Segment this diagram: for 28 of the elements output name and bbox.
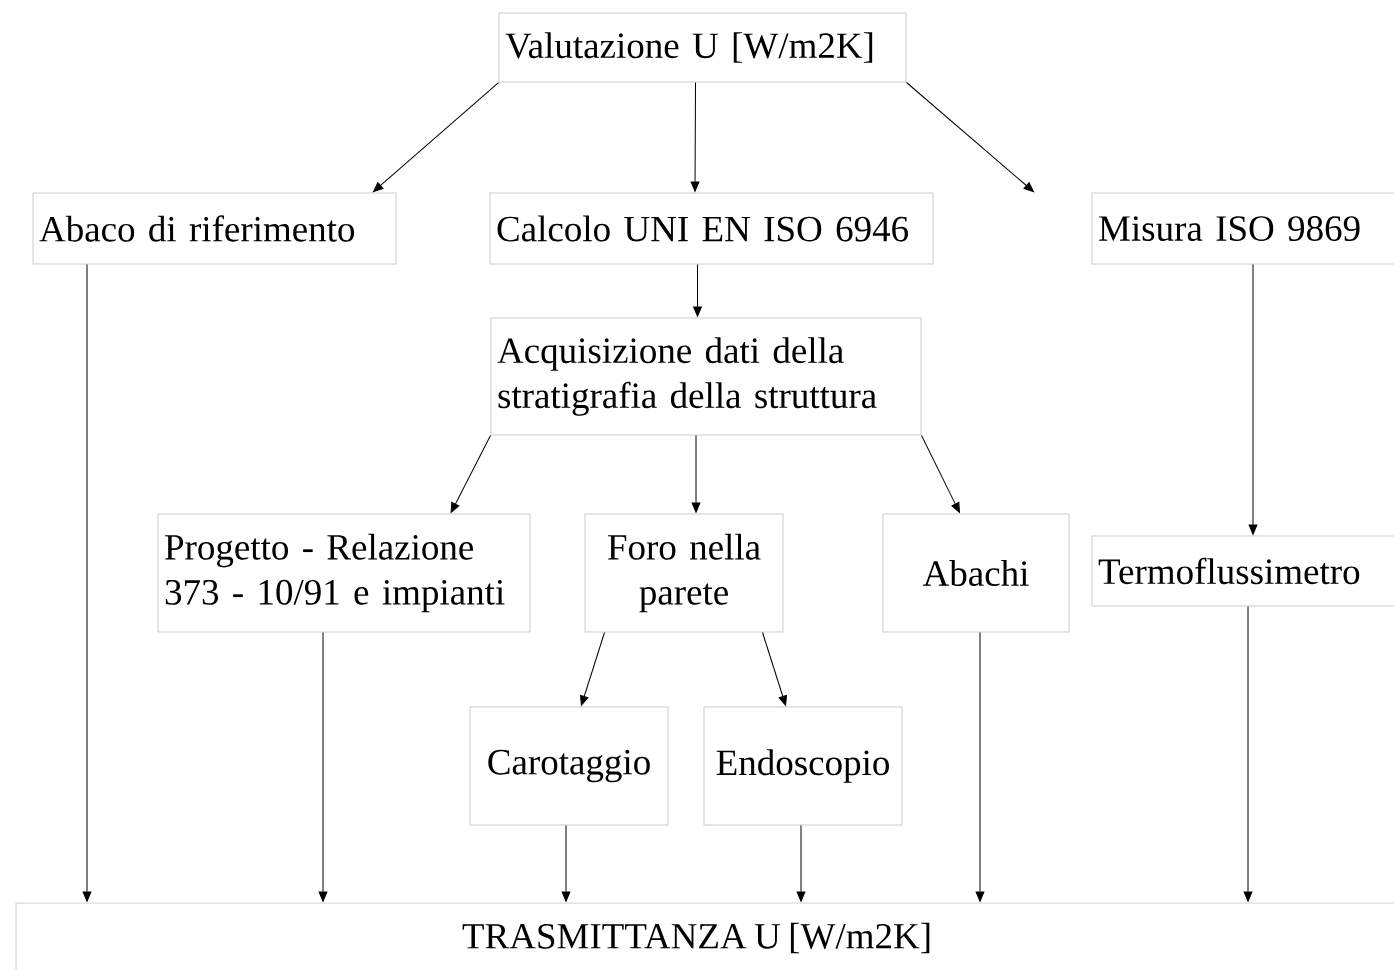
process-box: Carotaggio: [469, 706, 669, 826]
arrow: [318, 632, 328, 902]
arrow: [450, 435, 491, 513]
process-box: Calcolo UNI EN ISO 6946: [489, 192, 934, 265]
process-box: Foro nella parete: [584, 513, 784, 633]
arrow: [561, 825, 571, 902]
arrow: [690, 82, 700, 192]
arrow: [906, 82, 1034, 193]
arrow: [796, 825, 806, 902]
process-box: Valutazione U [W/m2K]: [498, 12, 907, 83]
process-box: TRASMITTANZA U [W/m2K]: [15, 902, 1394, 970]
process-box: Misura ISO 9869: [1091, 192, 1394, 265]
arrow: [373, 82, 499, 193]
arrow: [975, 632, 985, 902]
arrow: [1248, 264, 1258, 535]
arrow: [921, 435, 960, 513]
arrow: [691, 435, 701, 513]
arrow: [762, 632, 788, 706]
process-box: Progetto - Relazione 373 - 10/91 e impianti: [157, 513, 531, 633]
arrow: [1243, 606, 1253, 902]
process-box: Endoscopio: [703, 706, 903, 826]
process-box: Acquisizione dati della stratigrafia della struttura: [490, 317, 922, 436]
process-box: Termoflussimetro: [1091, 535, 1394, 607]
process-box: Abachi: [882, 513, 1070, 633]
arrow: [82, 264, 92, 902]
process-box: Abaco di riferimento: [32, 192, 397, 265]
arrow: [693, 264, 702, 317]
arrow: [580, 632, 605, 706]
